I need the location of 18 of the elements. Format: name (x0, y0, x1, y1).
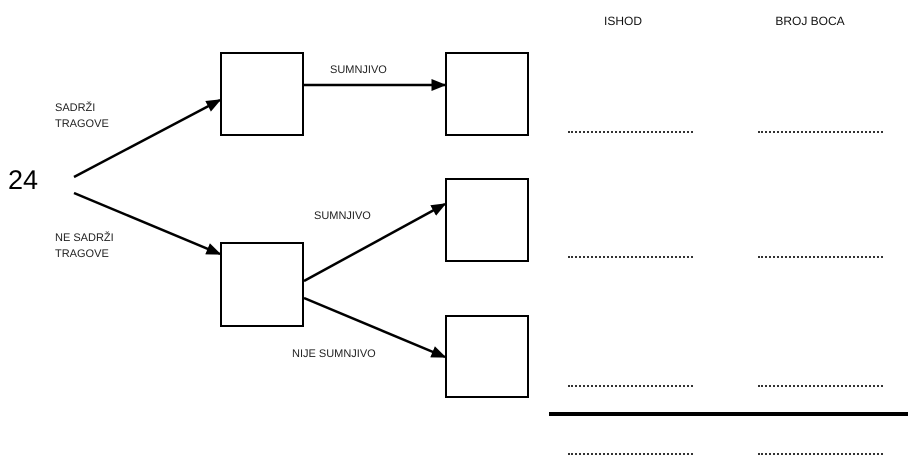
edge-label: NE SADRŽI TRAGOVE (55, 230, 115, 262)
empty-box (445, 315, 529, 398)
arrow (73, 98, 222, 178)
column-header: BROJ BOCA (774, 13, 846, 30)
edge-label: NIJE SUMNJIVO (292, 347, 377, 362)
arrow (303, 202, 446, 282)
start-number: 24 (8, 160, 74, 200)
edge-label: SUMNJIVO (330, 63, 388, 78)
edge-label: SUMNJIVO (314, 209, 372, 224)
empty-box (220, 52, 304, 136)
column-header: ISHOD (602, 13, 643, 30)
arrow (304, 296, 446, 358)
arrow (304, 79, 446, 91)
edge-label: SADRŽI TRAGOVE (55, 100, 110, 132)
empty-box (445, 178, 529, 262)
empty-box (220, 242, 304, 327)
arrow (74, 192, 222, 256)
empty-box (445, 52, 529, 136)
